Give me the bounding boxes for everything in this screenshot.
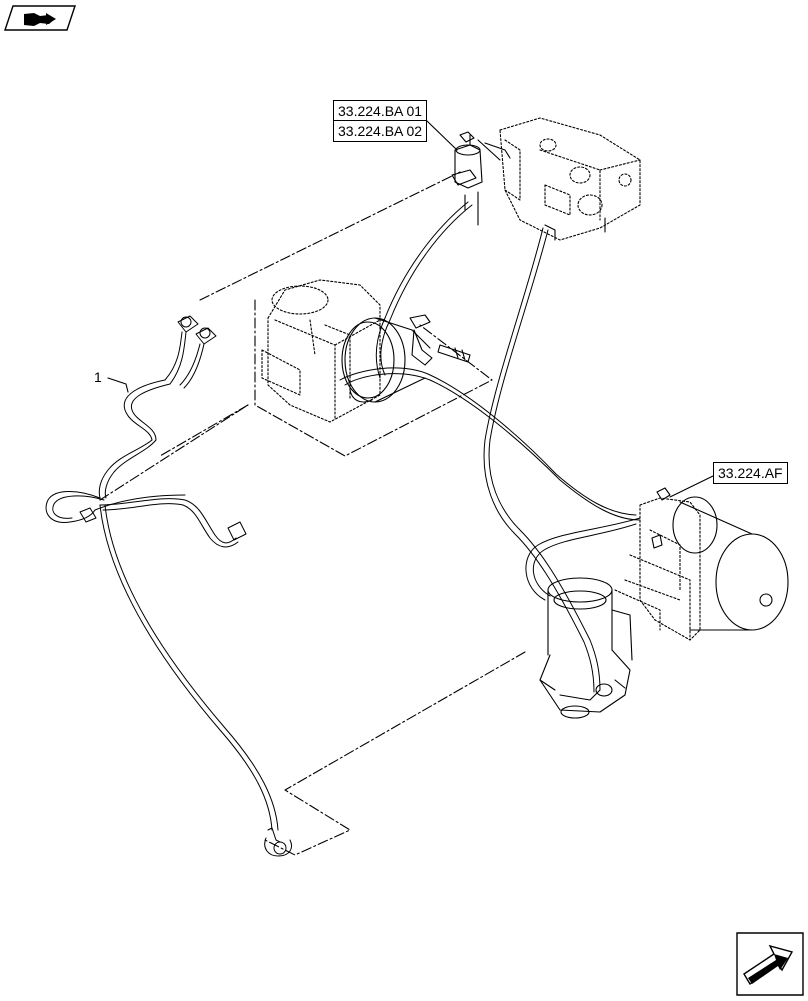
callout-item-1[interactable]: 1	[94, 369, 102, 385]
book-arrow-icon[interactable]	[4, 5, 76, 31]
leader-item-1	[107, 377, 129, 393]
ref-33-224-ba-02[interactable]: 33.224.BA 02	[333, 120, 428, 142]
wiring-harness	[45, 315, 292, 857]
pneumatic-tubes	[339, 201, 641, 693]
leader-ba	[426, 120, 458, 151]
lower-actuator-can	[651, 487, 789, 631]
ref-33-224-af[interactable]: 33.224.AF	[713, 462, 788, 484]
leader-af	[669, 475, 714, 498]
next-page-arrow-icon[interactable]	[736, 932, 804, 996]
solenoid-fittings	[451, 131, 606, 241]
phantom-lines	[99, 171, 526, 856]
ref-33-224-ba-01[interactable]: 33.224.BA 01	[333, 100, 428, 122]
upper-actuator-can	[341, 317, 431, 403]
upper-actuator-fittings	[409, 314, 471, 366]
upper-actuator	[261, 279, 381, 423]
valve-block-assembly	[499, 117, 641, 241]
lower-valve	[539, 577, 633, 719]
